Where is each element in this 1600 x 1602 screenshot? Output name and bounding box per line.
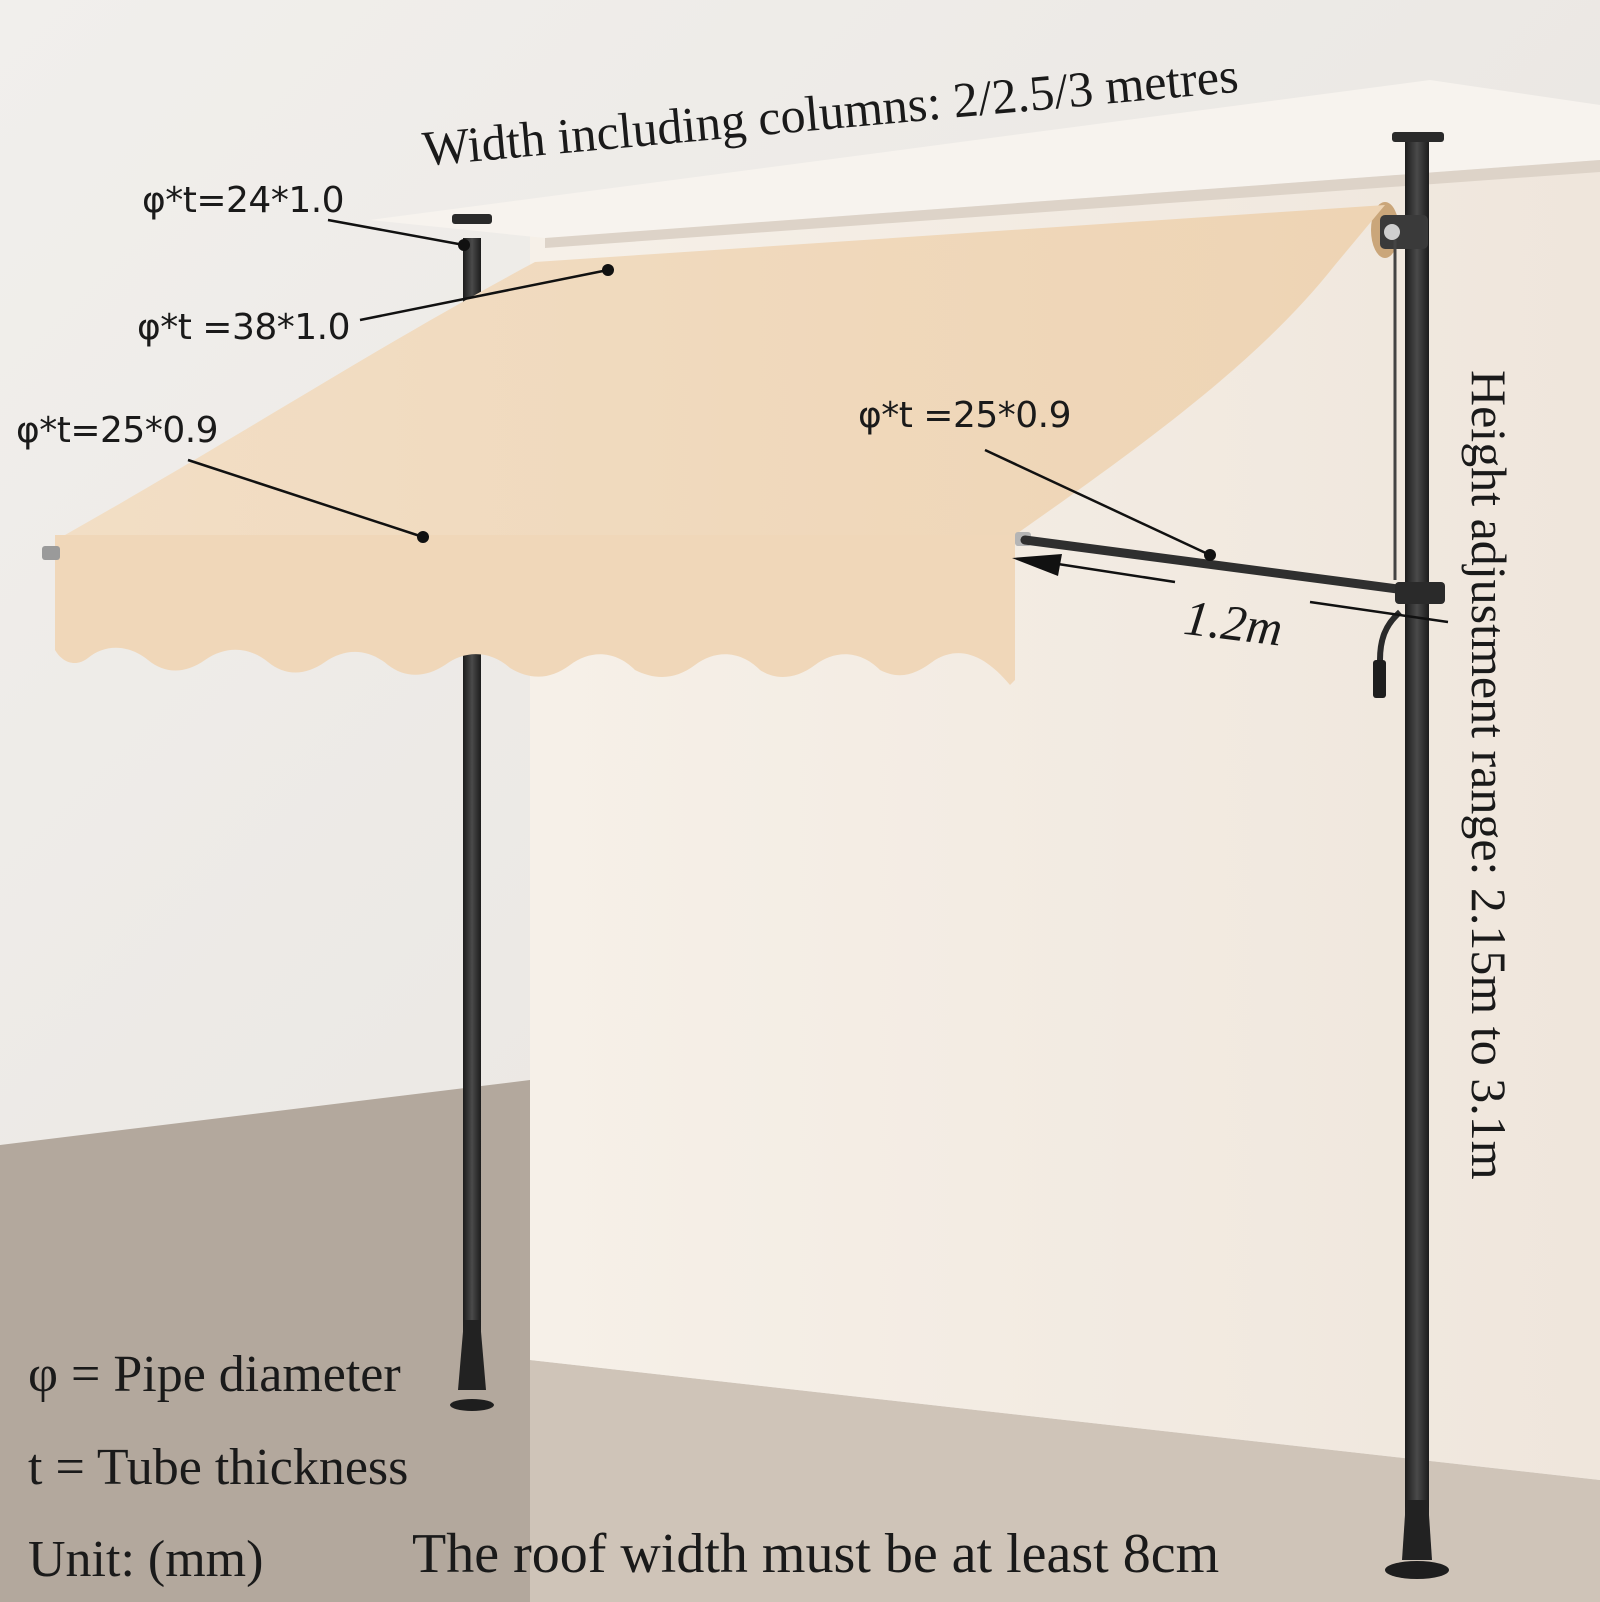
- roller-bolt: [1384, 224, 1400, 240]
- canopy-valance: [55, 535, 1015, 685]
- floor: [0, 1080, 530, 1602]
- leader-arm: [984, 448, 1211, 557]
- roller-bracket: [1380, 215, 1428, 249]
- crank-grip: [1373, 660, 1386, 698]
- arm-clamp: [1395, 582, 1445, 604]
- projection-label: 1.2m: [1181, 588, 1286, 657]
- crank-handle: [1377, 609, 1403, 695]
- leader-dot-front-bar: [417, 531, 429, 543]
- roof-underside: [545, 160, 1600, 248]
- legend-phi: φ = Pipe diameter: [28, 1346, 401, 1403]
- leader-dot-roller: [602, 264, 614, 276]
- legend-t: t = Tube thickness: [28, 1439, 409, 1496]
- roof-overhang: [370, 80, 1600, 238]
- right-pole-cap: [1392, 132, 1444, 142]
- arm-spec: φ*t =25*0.9: [858, 395, 1072, 436]
- roof-note: The roof width must be at least 8cm: [412, 1523, 1220, 1585]
- canopy-top: [65, 205, 1385, 535]
- left-pole-cap: [452, 214, 492, 224]
- leader-front-bar: [187, 458, 424, 539]
- leader-lines: [187, 218, 1449, 624]
- right-pole-foot: [1402, 1500, 1432, 1560]
- leader-top-pole: [327, 218, 465, 247]
- front-bar-spec: φ*t=25*0.9: [16, 410, 219, 451]
- legend-unit: Unit: (mm): [28, 1531, 264, 1588]
- left-pole-foot: [458, 1320, 486, 1390]
- leader-dot-top-pole: [458, 239, 470, 251]
- dimension-line-projection-right: [1309, 600, 1449, 624]
- top-pole-spec: φ*t=24*1.0: [142, 180, 345, 221]
- floor-front: [530, 1360, 1600, 1602]
- arm: [1020, 535, 1410, 595]
- leader-dot-arm: [1204, 549, 1216, 561]
- dimension-arrow-head: [1012, 554, 1062, 576]
- height-range: Height adjustment range: 2.15m to 3.1m: [1461, 370, 1517, 1180]
- leader-roller: [359, 268, 609, 322]
- front-bar-cap-left: [42, 546, 60, 560]
- roller-spec: φ*t =38*1.0: [137, 307, 351, 348]
- left-pole-base: [450, 1399, 494, 1411]
- dimension-line-projection: [1044, 560, 1176, 584]
- right-pole: [1405, 138, 1429, 1538]
- right-pole-base: [1385, 1561, 1449, 1579]
